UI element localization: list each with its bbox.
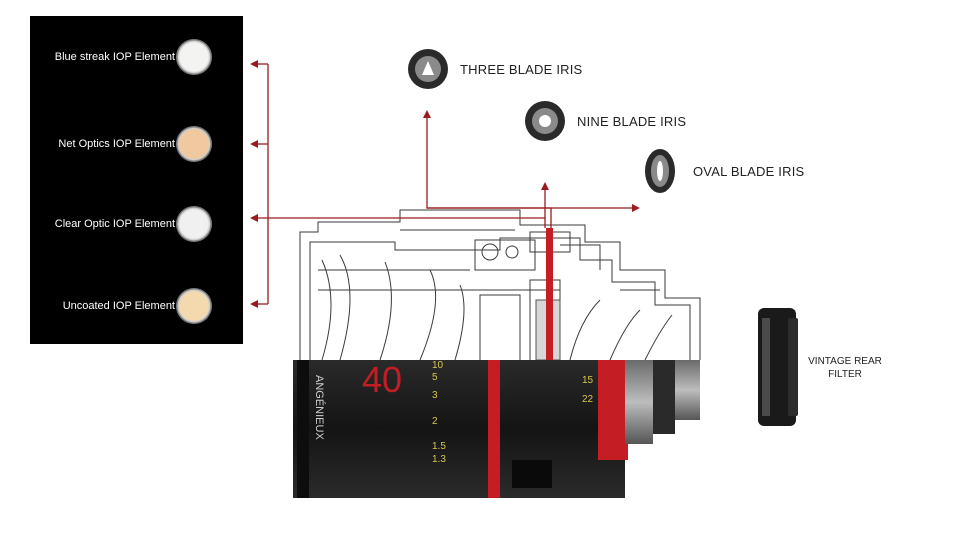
lens-body: 40 ANGÉNIEUX 10 5 3 2 1.5 1.3 15 22: [293, 359, 700, 498]
distance-mark-1-5: 1.5: [432, 441, 446, 452]
element-label-uncoated: Uncoated IOP Element: [62, 300, 175, 312]
focal-length-marking: 40: [362, 359, 402, 400]
nine-blade-iris-label: NINE BLADE IRIS: [577, 114, 687, 129]
stop-mark-15: 15: [582, 375, 594, 386]
oval-blade-iris-label: OVAL BLADE IRIS: [693, 164, 805, 179]
distance-mark-3: 3: [432, 390, 438, 401]
iris-red-marker: [546, 228, 553, 360]
distance-mark-10: 10: [432, 360, 444, 371]
connector-lines: [250, 60, 640, 308]
iop-element-panel: Blue streak IOP Element Net Optics IOP E…: [30, 16, 243, 344]
three-blade-iris-icon: [408, 49, 448, 89]
distance-mark-5: 5: [432, 372, 438, 383]
distance-mark-2: 2: [432, 416, 438, 427]
blue-streak-element-icon: [176, 39, 212, 75]
vintage-rear-filter-icon: [758, 308, 798, 426]
lens-cross-section: [299, 209, 701, 361]
distance-mark-1-3: 1.3: [432, 454, 446, 465]
filter-label-line-1: VINTAGE REAR: [808, 356, 882, 367]
filter-label-line-2: FILTER: [828, 369, 862, 380]
net-optics-element-icon: [176, 126, 212, 162]
nine-blade-iris-icon: [525, 101, 565, 141]
brand-marking: ANGÉNIEUX: [313, 375, 326, 440]
vintage-rear-filter-label: VINTAGE REAR FILTER: [805, 355, 885, 381]
uncoated-element-icon: [176, 288, 212, 324]
stop-mark-22: 22: [582, 394, 594, 405]
oval-blade-iris-icon: [645, 149, 675, 193]
element-label-blue-streak: Blue streak IOP Element: [54, 51, 175, 63]
clear-optic-element-icon: [176, 206, 212, 242]
element-label-net-optics: Net Optics IOP Element: [58, 138, 175, 150]
element-label-clear-optic: Clear Optic IOP Element: [54, 218, 175, 230]
three-blade-iris-label: THREE BLADE IRIS: [460, 62, 583, 77]
